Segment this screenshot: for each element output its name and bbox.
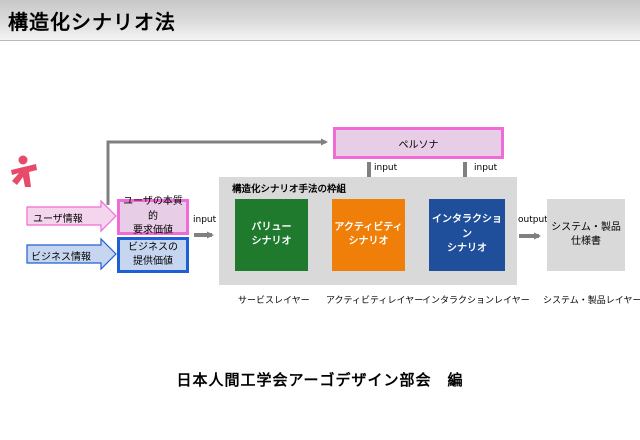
input-label-top-right: input — [474, 163, 498, 173]
user-info-arrow-shape — [26, 199, 117, 233]
user-info-label: ユーザ情報 — [33, 214, 83, 225]
system-spec-line-2: 仕様書 — [570, 236, 601, 247]
footer-credit: 日本人間工学会アーゴデザイン部会 編 — [176, 371, 464, 389]
business-value-line-2: 提供価値 — [133, 256, 173, 267]
user-value-line-2: 要求価値 — [133, 225, 173, 237]
activity-scenario-line-2: シナリオ — [348, 236, 389, 247]
service-layer-label: サービスレイヤー — [238, 296, 310, 306]
framework-title: 構造化シナリオ手法の枠組 — [232, 184, 347, 195]
value-scenario-line-2: シナリオ — [251, 236, 292, 247]
business-value-line-1: ビジネスの — [128, 241, 178, 253]
persona-label: ペルソナ — [398, 139, 439, 151]
user-value-box: ユーザの本質的 要求価値 — [117, 196, 189, 236]
business-info-arrow-shape — [26, 237, 117, 271]
activity-scenario-line-1: アクティビティ — [334, 221, 403, 233]
value-scenario-line-1: バリュー — [251, 221, 292, 233]
system-spec-line-1: システム・製品 — [551, 221, 621, 233]
persona-feed-line — [106, 138, 328, 205]
business-info-label: ビジネス情報 — [31, 252, 91, 263]
input-label-top-left: input — [374, 163, 398, 173]
interaction-layer-label: インタラクションレイヤー — [422, 296, 530, 306]
system-spec-box: システム・製品 仕様書 — [547, 199, 625, 271]
user-value-line-1: ユーザの本質的 — [123, 196, 183, 222]
person-logo-icon — [11, 155, 37, 187]
interaction-scenario-line-1: インタラクション — [432, 214, 502, 240]
persona-box: ペルソナ — [333, 127, 504, 159]
interaction-scenario-box: インタラクション シナリオ — [429, 199, 505, 271]
value-scenario-box: バリュー シナリオ — [235, 199, 308, 271]
activity-layer-label: アクティビティレイヤー — [326, 296, 424, 306]
input-label-main: input — [193, 215, 217, 225]
output-label: output — [518, 215, 548, 225]
interaction-scenario-line-2: シナリオ — [447, 243, 487, 255]
page-title: 構造化シナリオ法 — [8, 10, 176, 34]
title-bar: 構造化シナリオ法 — [0, 0, 640, 41]
business-value-box: ビジネスの 提供価値 — [117, 237, 189, 273]
system-layer-label: システム・製品レイヤー — [543, 296, 640, 306]
activity-scenario-box: アクティビティ シナリオ — [332, 199, 405, 271]
